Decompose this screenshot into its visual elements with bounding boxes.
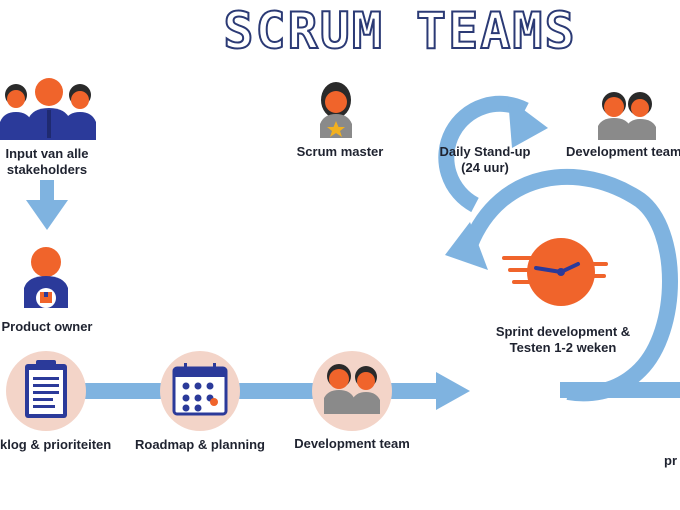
stakeholders-label: Input van alle stakeholders xyxy=(0,146,94,178)
down-arrow xyxy=(26,180,68,230)
dev-team-bottom-icon xyxy=(312,351,392,431)
scrum-master-icon xyxy=(320,82,352,138)
stakeholders-icon xyxy=(0,78,96,140)
scrum-master-label: Scrum master xyxy=(296,144,384,159)
product-owner-icon xyxy=(24,247,68,308)
dev-team-top-icon xyxy=(598,92,656,140)
stakeholders-label-line2: stakeholders xyxy=(6,162,88,177)
daily-standup-label-line1: Daily Stand-up xyxy=(439,144,531,159)
backlog-label: klog & prioriteiten xyxy=(0,437,112,452)
page-title: SCRUM TEAMS xyxy=(222,1,577,61)
dev-team-top-label: Development team xyxy=(566,144,680,159)
stakeholders-label-line1: Input van alle xyxy=(5,146,89,161)
sprint-label-line1: Sprint development & xyxy=(495,324,631,339)
sprint-clock-icon xyxy=(502,238,608,306)
daily-standup-label-line2: (24 uur) xyxy=(461,160,509,175)
daily-standup-label: Daily Stand-up (24 uur) xyxy=(430,144,540,176)
cut-right-label: pr xyxy=(664,453,677,468)
horizontal-flow-arrow xyxy=(60,372,470,410)
sprint-label: Sprint development & Testen 1-2 weken xyxy=(488,324,638,356)
backlog-clipboard-icon xyxy=(6,351,86,431)
roadmap-calendar-icon xyxy=(160,351,240,431)
daily-loop-arrow xyxy=(438,95,548,213)
product-owner-label: Product owner xyxy=(1,319,93,334)
roadmap-label: Roadmap & planning xyxy=(135,437,265,452)
sprint-label-line2: Testen 1-2 weken xyxy=(509,340,617,355)
dev-team-bottom-label: Development team xyxy=(294,436,410,451)
sprint-loop-arrow xyxy=(445,168,680,402)
